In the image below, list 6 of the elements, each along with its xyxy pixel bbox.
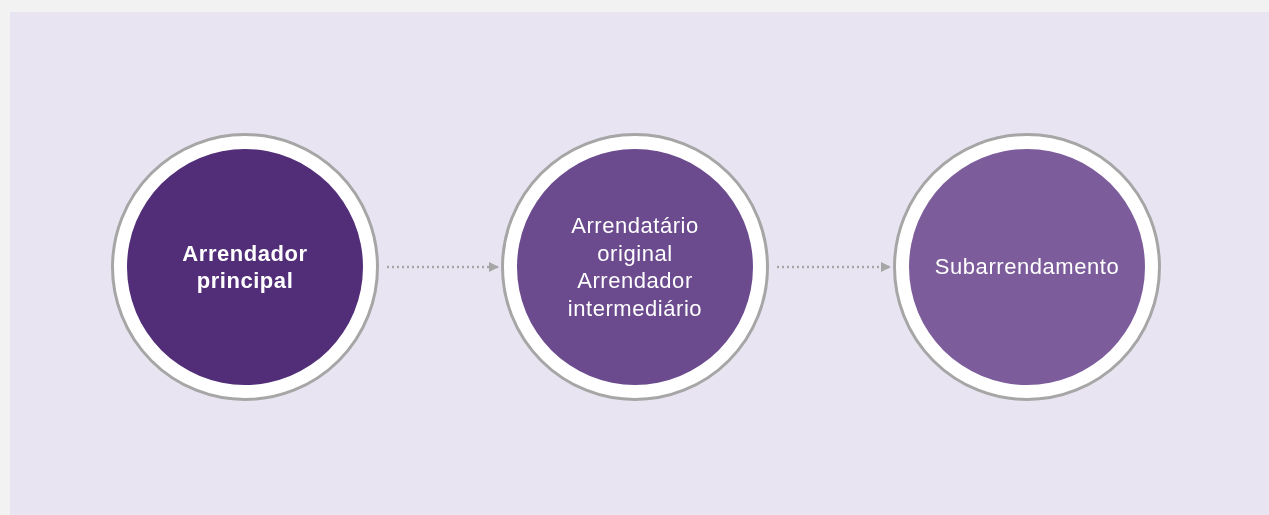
- node-label: Arrendador intermediário: [566, 267, 704, 322]
- arrow: [387, 262, 499, 272]
- node-label: Arrendatário original: [570, 212, 700, 267]
- arrow: [777, 262, 891, 272]
- node-label: Arrendador principal: [181, 239, 309, 295]
- node-label: Subarrendamento: [934, 253, 1120, 281]
